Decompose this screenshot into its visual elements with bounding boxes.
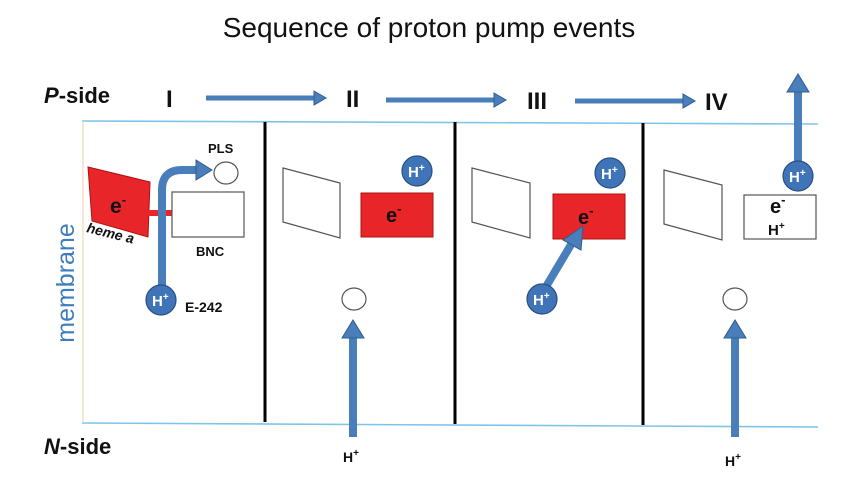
vacant-site-4 bbox=[722, 287, 748, 311]
proton-path-to-pls-head bbox=[195, 159, 213, 181]
pls-proton-badge-2 bbox=[401, 155, 433, 187]
heme-a-outline-3 bbox=[471, 167, 531, 239]
pls-label: PLS bbox=[208, 141, 234, 156]
proton-e242-text: H+ bbox=[152, 292, 169, 310]
bnc-electron-2: e- bbox=[386, 201, 401, 227]
bnc-box bbox=[171, 191, 245, 238]
step-arrow-3-4-head bbox=[682, 93, 696, 109]
p-side-label: P-side bbox=[44, 83, 110, 108]
proton-uptake-arrow-4-head bbox=[723, 319, 747, 339]
n-side-label: N-side bbox=[44, 434, 111, 459]
released-proton-badge-4 bbox=[782, 160, 814, 192]
vacant-site-2 bbox=[341, 287, 367, 311]
step-label-2: II bbox=[346, 86, 359, 113]
bnc-box-4 bbox=[743, 194, 817, 240]
pls-site bbox=[213, 161, 239, 185]
heme-a-outline-2 bbox=[282, 167, 341, 239]
panel-3: e- H+ H+ bbox=[471, 157, 626, 315]
membrane-label: membrane bbox=[52, 223, 80, 343]
heme-a-electron: e- bbox=[110, 192, 126, 218]
proton-to-bnc-arrow-3-head bbox=[562, 224, 584, 251]
proton-release-arrow-4-head bbox=[786, 73, 810, 93]
step-label-3: III bbox=[527, 88, 547, 115]
bnc-electron-4: e- bbox=[770, 192, 785, 218]
step-arrow-1-2-head bbox=[313, 90, 327, 106]
pls-proton-text-2: H+ bbox=[408, 163, 425, 181]
pls-proton-text-3: H+ bbox=[601, 165, 618, 183]
bnc-electron-3: e- bbox=[578, 203, 593, 229]
proton-text-3: H+ bbox=[533, 291, 550, 309]
step-label-4: IV bbox=[705, 89, 728, 116]
step-arrow-2-3-head bbox=[493, 92, 507, 108]
bnc-label: BNC bbox=[196, 244, 225, 259]
panel-2: e- H+ H+ bbox=[282, 155, 434, 465]
proton-path-to-pls bbox=[158, 166, 198, 288]
pls-proton-badge-3 bbox=[594, 157, 626, 189]
bnc-proton-4: H+ bbox=[768, 221, 785, 239]
n-side-proton-4: H+ bbox=[725, 452, 741, 469]
n-side-proton-2: H+ bbox=[343, 448, 359, 465]
heme-a-outline-4 bbox=[663, 169, 723, 241]
membrane-top-line bbox=[81, 120, 819, 125]
proton-e242-badge bbox=[145, 284, 177, 316]
step-label-1: I bbox=[166, 86, 173, 113]
panel-4: e- H+ H+ H+ bbox=[663, 73, 817, 469]
diagram-title: Sequence of proton pump events bbox=[223, 12, 636, 43]
heme-a-shape bbox=[87, 166, 151, 238]
panel-1: e- heme a BNC PLS H+ E-242 bbox=[85, 141, 245, 316]
proton-to-bnc-arrow-3 bbox=[540, 240, 576, 293]
bnc-electron-box-2 bbox=[360, 192, 434, 238]
bnc-electron-box-3 bbox=[552, 193, 626, 240]
proton-badge-3 bbox=[526, 283, 558, 315]
proton-uptake-arrow-2-head bbox=[341, 319, 365, 339]
released-proton-text-4: H+ bbox=[789, 168, 806, 186]
e242-label: E-242 bbox=[185, 299, 223, 315]
membrane-bottom-line bbox=[81, 422, 819, 428]
